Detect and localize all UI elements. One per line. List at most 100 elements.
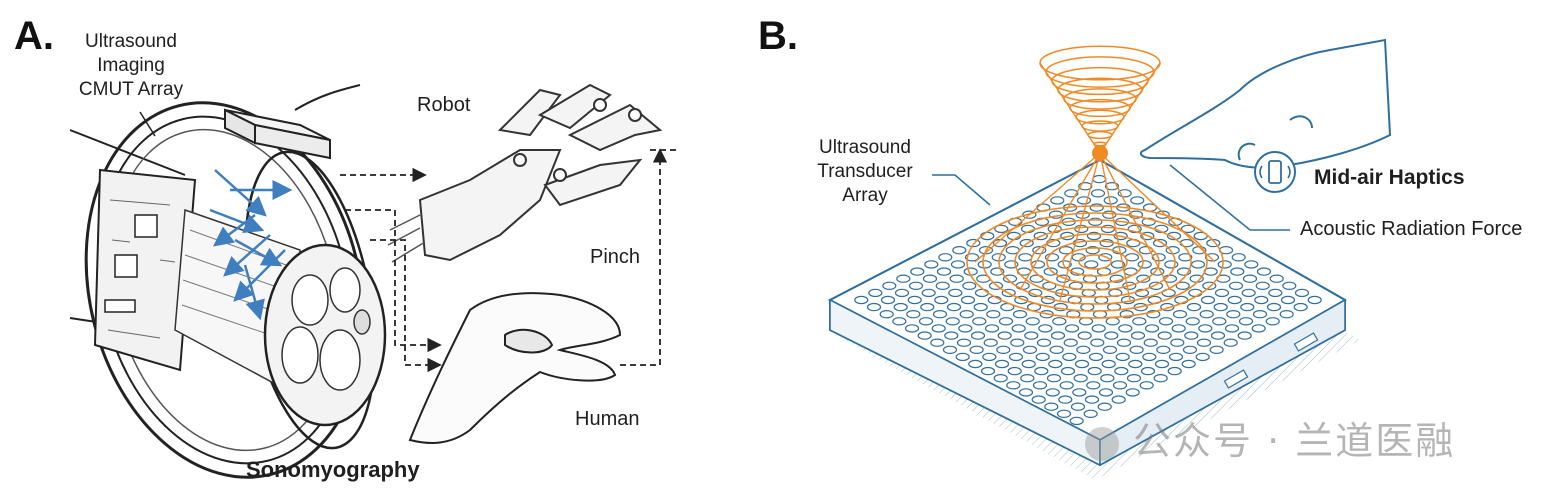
wave-ring — [1030, 233, 1160, 291]
transducer-element — [1069, 416, 1084, 426]
watermark-logo-icon — [1085, 426, 1119, 461]
array-pointer — [139, 111, 156, 137]
transducer-element — [1199, 310, 1214, 319]
transducer-element — [1186, 302, 1202, 312]
transducer-element — [854, 295, 869, 305]
transducer-element — [906, 310, 921, 319]
ultrasound-beams — [209, 169, 293, 321]
wave-ring — [1078, 254, 1112, 270]
transducer-element — [930, 338, 945, 347]
forearm-cross-section — [263, 243, 387, 427]
transducer-element — [1074, 224, 1089, 234]
transducer-element — [1083, 409, 1098, 418]
transducer-element — [1090, 338, 1105, 347]
transducer-element — [1111, 395, 1126, 404]
cone-wave-ring — [1057, 77, 1143, 103]
transducer-element — [1171, 324, 1186, 333]
cmut-array-label-line2: Imaging — [97, 55, 165, 76]
mid-air-haptics-label: Mid-air Haptics — [1314, 166, 1465, 189]
transducer-element — [879, 310, 894, 319]
transducer-element — [1050, 331, 1066, 340]
cmut-array-label: Ultrasound Imaging CMUT Array — [66, 30, 196, 102]
transducer-element — [1230, 267, 1245, 276]
transducer-element — [1021, 359, 1036, 369]
transducer-element — [1116, 338, 1132, 347]
transducer-element — [980, 366, 996, 376]
transducer-element — [1022, 345, 1038, 354]
transducer-element — [972, 317, 987, 326]
pinch-label: Pinch — [590, 246, 641, 268]
transducer-element — [1140, 366, 1156, 376]
transducer-element — [1102, 345, 1118, 354]
transducer-element — [968, 359, 983, 369]
transducer-element — [1048, 359, 1063, 369]
transducer-element — [932, 310, 948, 319]
robot-hand — [387, 83, 663, 263]
transducer-element — [1056, 409, 1072, 418]
transducer-element — [1282, 281, 1297, 290]
transducer-element — [1166, 231, 1182, 241]
transducer-element — [1226, 310, 1241, 319]
transducer-element — [1126, 374, 1142, 383]
transducer-element — [1010, 338, 1025, 347]
transducer-element — [1058, 245, 1074, 255]
transducer-element — [1097, 402, 1112, 411]
transducer-element — [1157, 331, 1172, 340]
transducer-element — [1200, 295, 1216, 305]
transducer-element — [1050, 196, 1065, 205]
transducer-element — [942, 345, 958, 354]
converging-beam-line — [1019, 152, 1101, 291]
cone-outline — [1039, 62, 1161, 155]
transducer-element — [962, 281, 977, 290]
transducer-element — [998, 317, 1014, 326]
transducer-element — [1196, 338, 1212, 347]
transducer-array-label-line1: Ultrasound — [819, 137, 911, 158]
cmut-array-label-line3: CMUT Array — [78, 79, 184, 100]
transducer-element — [1006, 381, 1021, 390]
transducer-element — [1129, 345, 1144, 354]
transducer-array-board — [827, 158, 1348, 467]
converging-beam-line — [1099, 152, 1131, 301]
device-cable — [294, 84, 361, 111]
transducer-element — [1064, 324, 1080, 333]
transducer-element — [924, 260, 939, 269]
transducer-element — [1280, 295, 1296, 305]
transducer-element — [952, 245, 967, 255]
transducer-element — [1077, 331, 1092, 340]
converging-beam-line — [974, 152, 1101, 263]
transducer-element — [1256, 267, 1272, 276]
transducer-element — [1128, 359, 1143, 369]
transducer-element — [944, 331, 959, 340]
panel-a-illustration — [69, 83, 680, 479]
transducer-element — [1076, 345, 1091, 354]
transducer-element — [1142, 352, 1157, 362]
transducer-element — [997, 331, 1012, 340]
transducer-element — [1238, 317, 1254, 326]
sonomyography-caption: Sonomyography — [246, 457, 420, 482]
transducer-element — [1090, 189, 1106, 198]
transducer-element — [1036, 338, 1052, 347]
panel-b-illustration — [827, 38, 1392, 480]
focused-wave-rings — [966, 205, 1224, 319]
transducer-element — [1091, 324, 1106, 333]
transducer-element — [977, 260, 992, 269]
transducer-element — [1130, 331, 1146, 340]
transducer-element — [908, 281, 924, 290]
transducer-element — [1018, 253, 1033, 262]
watermark: 公众号 · 兰道医融 — [1085, 410, 1455, 465]
focal-cone-waves — [974, 45, 1216, 301]
transducer-element — [1032, 381, 1048, 390]
transducer-element — [1241, 288, 1256, 298]
transducer-element — [1252, 310, 1268, 319]
panel-b-letter: B. — [758, 14, 798, 58]
robot-label: Robot — [417, 94, 471, 116]
transducer-element — [918, 317, 934, 326]
transducer-element — [1209, 345, 1224, 354]
transducer-element — [948, 288, 963, 298]
wave-ring — [1046, 240, 1144, 284]
transducer-element — [984, 324, 1000, 333]
transducer-element — [1115, 352, 1130, 362]
transducer-element — [956, 338, 972, 347]
transducer-element — [866, 302, 882, 312]
transducer-element — [1058, 395, 1073, 404]
